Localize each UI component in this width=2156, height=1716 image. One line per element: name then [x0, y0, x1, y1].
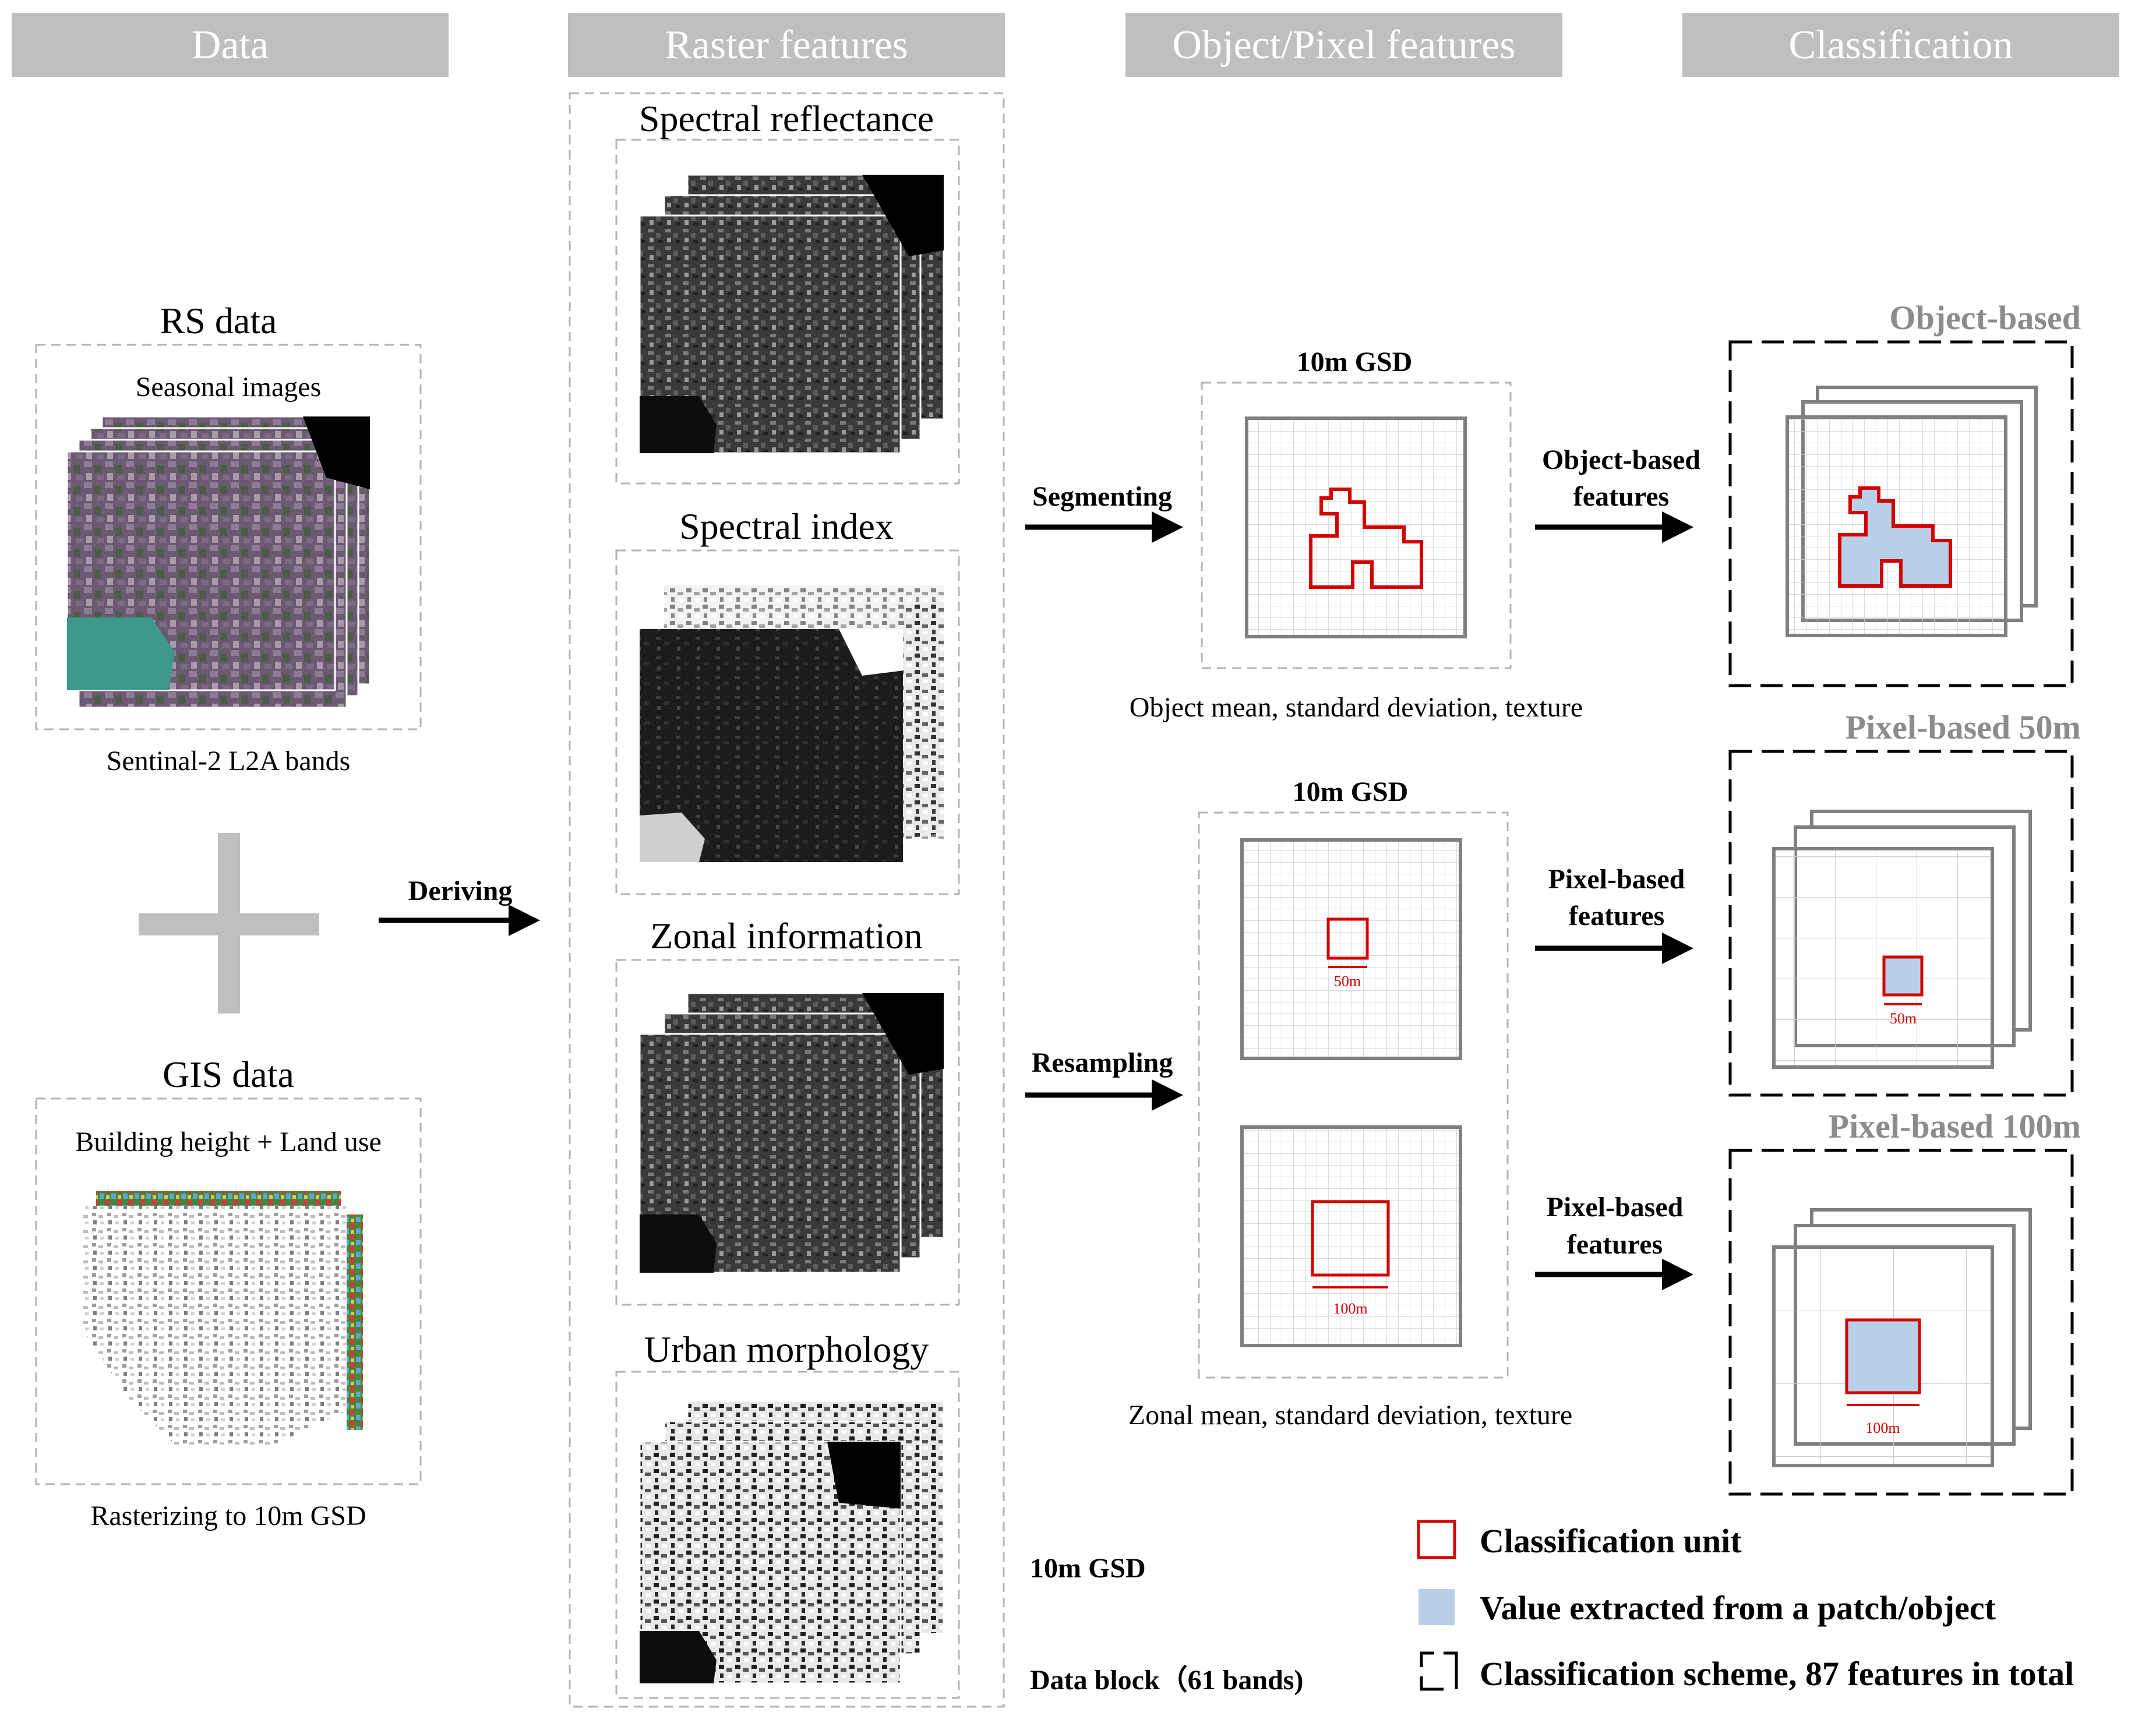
spectral-index-title: Spectral index	[679, 506, 894, 547]
pixel-50-unit	[1882, 955, 1924, 997]
rs-data-title: RS data	[160, 300, 277, 341]
gis-data-subtitle: Building height + Land use	[75, 1127, 382, 1157]
legend-unit-swatch	[1417, 1520, 1456, 1559]
pixel-100-title: Pixel-based 100m	[1829, 1107, 2081, 1145]
pixel-100-stack: 100m	[1772, 1208, 2032, 1467]
rs-data-caption: Sentinal-2 L2A bands	[107, 746, 351, 776]
cell-50m	[1326, 917, 1369, 960]
pixel-features-50-label-1: Pixel-based	[1548, 864, 1685, 895]
legend-unit-label: Classification unit	[1480, 1522, 1742, 1560]
header-object-pixel-label: Object/Pixel features	[1173, 23, 1516, 68]
plus-icon	[139, 833, 319, 1014]
pixel-features-50-label-2: features	[1569, 901, 1664, 931]
object-based-title: Object-based	[1889, 299, 2081, 337]
segmenting-label: Segmenting	[1032, 481, 1172, 512]
object-grid-panel	[1201, 382, 1512, 669]
pixel-features-100-label-1: Pixel-based	[1547, 1192, 1684, 1223]
legend-scheme-swatch	[1420, 1651, 1458, 1691]
pixel-100-size-label: 100m	[1865, 1420, 1900, 1436]
legend-value-label: Value extracted from a patch/object	[1480, 1589, 1996, 1627]
pixel-features-100-label-2: features	[1567, 1229, 1663, 1260]
zonal-information-stack	[638, 992, 945, 1274]
gis-map-image	[82, 1191, 363, 1445]
spectral-index-stack	[640, 585, 944, 862]
gis-data-title: GIS data	[163, 1054, 294, 1095]
spectral-index-panel	[615, 549, 960, 895]
zonal-information-panel	[615, 959, 960, 1306]
object-based-unit	[1838, 486, 1952, 588]
header-data-label: Data	[192, 23, 269, 68]
urban-morphology-panel	[615, 1371, 960, 1699]
object-based-scheme-panel	[1728, 340, 2074, 687]
resampling-label: Resampling	[1032, 1047, 1173, 1078]
label-100m: 100m	[1333, 1300, 1367, 1317]
header-object-pixel: Object/Pixel features	[1125, 13, 1562, 77]
gis-data-panel	[35, 1097, 422, 1485]
legend-scheme-label: Classification scheme, 87 features in to…	[1480, 1655, 2074, 1693]
spectral-reflectance-title: Spectral reflectance	[639, 98, 934, 139]
pixel-50-size-label: 50m	[1890, 1010, 1917, 1027]
bottom-data-block-note: Data block（61 bands)	[1030, 1665, 1303, 1696]
object-caption: Object mean, standard deviation, texture	[1130, 692, 1583, 723]
rs-data-panel	[35, 344, 422, 730]
pixel-gsd-label: 10m GSD	[1293, 776, 1409, 807]
rs-data-subtitle: Seasonal images	[136, 372, 322, 402]
zonal-caption: Zonal mean, standard deviation, texture	[1128, 1400, 1572, 1431]
spectral-reflectance-panel	[615, 139, 960, 485]
spectral-reflectance-stack	[638, 174, 945, 454]
gis-data-caption: Rasterizing to 10m GSD	[90, 1500, 366, 1531]
header-classification: Classification	[1682, 13, 2119, 77]
bottom-gsd-note: 10m GSD	[1030, 1553, 1146, 1584]
object-features-label-2: features	[1573, 481, 1669, 512]
grid-50m: 50m	[1240, 838, 1462, 1060]
grid-100m: 100m	[1240, 1125, 1462, 1347]
pixel-50-title: Pixel-based 50m	[1846, 708, 2081, 746]
pixel-grid-panel	[1198, 811, 1509, 1379]
pixel-100-unit	[1845, 1318, 1921, 1394]
raster-features-panel	[569, 92, 1005, 1708]
cell-100m	[1311, 1200, 1390, 1277]
deriving-label: Deriving	[408, 875, 513, 906]
legend: Classification unit Value extracted from…	[1417, 1520, 2074, 1693]
object-features-label-1: Object-based	[1542, 444, 1700, 475]
pixel-100-scheme-panel	[1728, 1149, 2074, 1496]
header-data: Data	[12, 13, 449, 77]
object-segment-outline	[1309, 488, 1423, 589]
pixel-50-stack: 50m	[1772, 810, 2032, 1069]
pixel-50-scheme-panel	[1728, 750, 2074, 1097]
legend-value-swatch	[1418, 1589, 1455, 1625]
object-segment-grid	[1245, 416, 1467, 638]
header-classification-label: Classification	[1789, 23, 2013, 68]
object-based-stack	[1786, 386, 2038, 637]
seasonal-image-stack	[66, 415, 371, 709]
header-raster: Raster features	[568, 13, 1005, 77]
label-50m: 50m	[1334, 973, 1361, 990]
urban-morphology-title: Urban morphology	[644, 1329, 929, 1370]
object-gsd-label: 10m GSD	[1297, 347, 1413, 377]
header-raster-label: Raster features	[665, 23, 908, 68]
zonal-information-title: Zonal information	[650, 915, 922, 956]
urban-morphology-stack	[638, 1400, 945, 1685]
